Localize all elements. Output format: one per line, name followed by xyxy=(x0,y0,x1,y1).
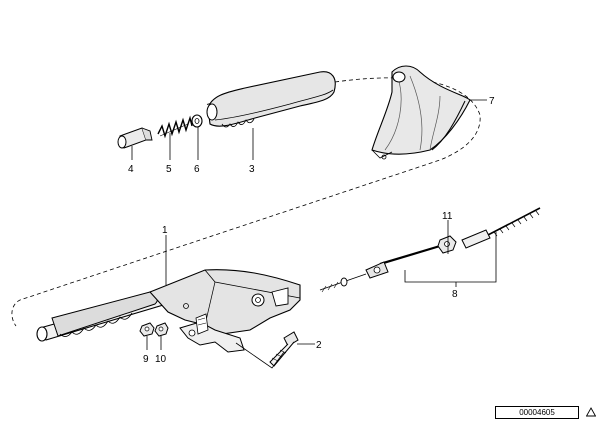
callout-8: 8 xyxy=(452,289,458,300)
nut-part-9 xyxy=(139,322,155,337)
cable-part-8 xyxy=(319,207,541,293)
diagram-number-box: 00004605 xyxy=(495,406,579,419)
warning-triangle-icon xyxy=(586,407,596,417)
callout-4: 4 xyxy=(128,164,134,175)
bolt-part-2 xyxy=(269,331,299,367)
callout-3: 3 xyxy=(249,164,255,175)
callout-5: 5 xyxy=(166,164,172,175)
callout-7: 7 xyxy=(489,96,495,107)
grip-part-3 xyxy=(206,71,336,128)
nut-part-11 xyxy=(437,235,457,254)
ring-part-6 xyxy=(191,114,203,128)
lever-part-1 xyxy=(36,269,301,353)
spring-part-5 xyxy=(157,115,193,139)
button-part-4 xyxy=(117,127,153,149)
callout-9: 9 xyxy=(143,354,149,365)
callout-1: 1 xyxy=(162,225,168,236)
leader-lines xyxy=(131,99,497,369)
callout-6: 6 xyxy=(194,164,200,175)
callout-2: 2 xyxy=(316,340,322,351)
nut-part-10 xyxy=(154,322,169,337)
callout-11: 11 xyxy=(442,211,453,222)
callout-10: 10 xyxy=(155,354,167,365)
boot-part-7 xyxy=(371,65,471,160)
